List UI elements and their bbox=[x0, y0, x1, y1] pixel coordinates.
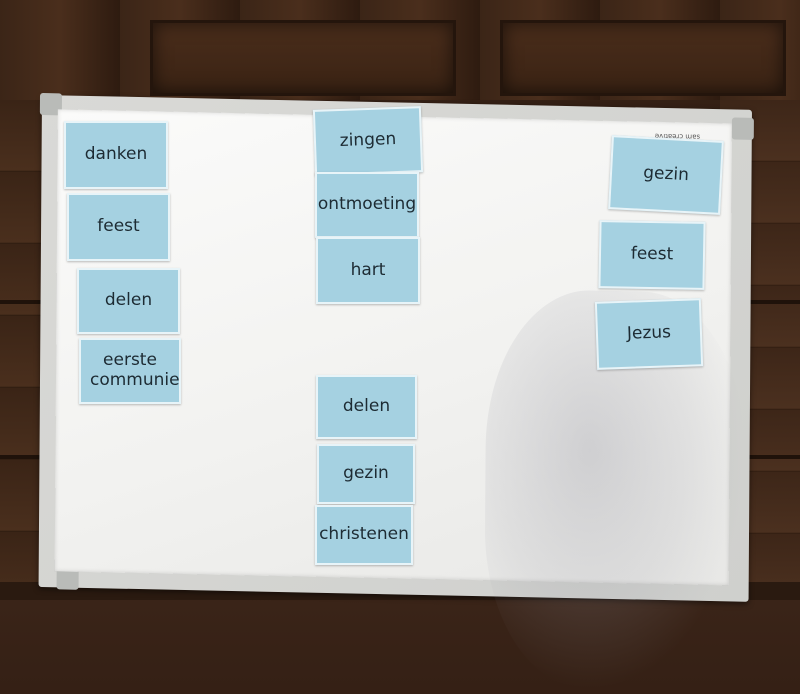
card-label: eerste communie bbox=[90, 350, 180, 390]
word-card[interactable]: danken bbox=[64, 121, 168, 189]
word-card[interactable]: feest bbox=[67, 193, 170, 261]
word-card[interactable]: feest bbox=[598, 220, 706, 290]
card-label: zingen bbox=[339, 129, 397, 152]
word-card[interactable]: christenen bbox=[315, 505, 413, 565]
card-label: gezin bbox=[642, 163, 690, 186]
word-card[interactable]: ontmoeting bbox=[315, 172, 419, 238]
word-card[interactable]: gezin bbox=[317, 444, 415, 504]
board-corner bbox=[731, 117, 754, 140]
card-label: delen bbox=[104, 290, 153, 311]
card-label: delen bbox=[342, 396, 391, 417]
word-card[interactable]: eerste communie bbox=[79, 338, 181, 404]
wood-wall-left bbox=[0, 100, 44, 600]
word-card[interactable]: delen bbox=[316, 375, 417, 439]
word-card[interactable]: delen bbox=[77, 268, 180, 334]
word-card[interactable]: hart bbox=[316, 237, 420, 304]
card-label: danken bbox=[84, 144, 148, 165]
card-label: Jezus bbox=[626, 322, 672, 344]
card-label: ontmoeting bbox=[317, 194, 417, 215]
card-label: christenen bbox=[319, 524, 409, 545]
card-label: feest bbox=[97, 216, 140, 237]
card-label: feest bbox=[630, 243, 674, 265]
card-label: gezin bbox=[343, 463, 389, 484]
word-card[interactable]: Jezus bbox=[594, 298, 704, 370]
word-card[interactable]: zingen bbox=[312, 106, 424, 176]
wood-panel bbox=[500, 20, 786, 96]
word-card[interactable]: gezin bbox=[608, 135, 724, 215]
card-label: hart bbox=[350, 259, 386, 280]
wood-panel bbox=[150, 20, 456, 96]
